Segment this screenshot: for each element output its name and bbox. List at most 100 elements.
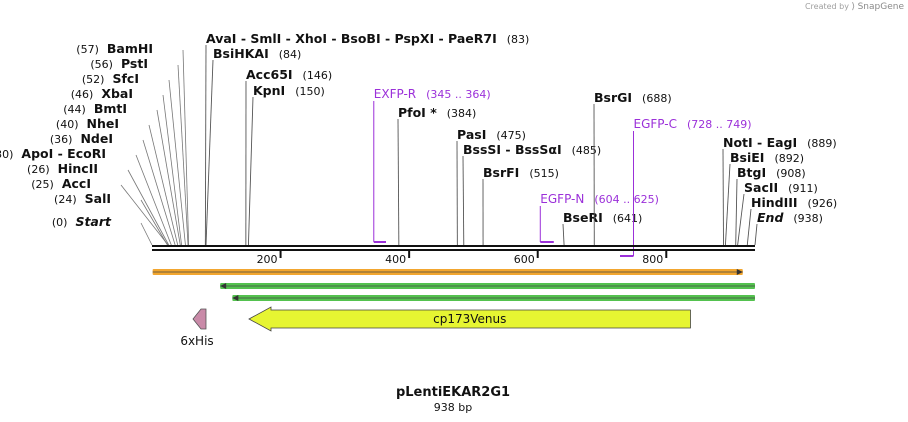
site-name: PstI xyxy=(121,56,148,71)
site-label: PfoI * (384) xyxy=(398,105,476,120)
site-name: Start xyxy=(75,214,112,229)
plasmid-name: pLentiEKAR2G1 xyxy=(396,385,510,400)
site-leader-line xyxy=(754,223,758,246)
site-position: (56) xyxy=(90,58,113,71)
site-name: NheI xyxy=(87,116,120,131)
primer-range: (728 .. 749) xyxy=(687,118,752,131)
sequence-backbone xyxy=(152,245,755,251)
site-position: (84) xyxy=(279,48,302,61)
feature-cp173venus xyxy=(248,306,691,332)
site-position: (515) xyxy=(529,167,559,180)
site-position: (0) xyxy=(52,216,68,229)
site-name: HindIII xyxy=(751,195,798,210)
site-name: BtgI xyxy=(737,165,766,180)
site-name: AvaI - SmlI - XhoI - BsoBI - PspXI - Pae… xyxy=(206,31,497,46)
site-leader-line xyxy=(142,139,176,246)
primers: EXFP-R(345 .. 364)EGFP-N(604 .. 625)EGFP… xyxy=(373,87,752,257)
site-name: End xyxy=(757,210,784,225)
site-leader-line xyxy=(247,96,254,246)
ruler-tick-label: 400 xyxy=(385,253,406,266)
site-position: (475) xyxy=(496,129,526,142)
site-leader-line xyxy=(127,169,170,246)
site-name: BseRI xyxy=(563,210,603,225)
ruler-tick-label: 800 xyxy=(642,253,663,266)
site-leader-line xyxy=(722,148,724,246)
site-leader-line xyxy=(156,109,181,246)
site-label: HindIII(926) xyxy=(751,195,837,210)
site-leader-line xyxy=(135,154,172,246)
site-label: PasI (475) xyxy=(457,127,526,142)
site-leader-line xyxy=(737,193,745,246)
site-leader-line xyxy=(182,49,190,246)
site-position: (26) xyxy=(27,163,50,176)
site-label: (26) HincII xyxy=(27,161,98,176)
site-label: (44)BmtI xyxy=(63,101,127,116)
site-position: (889) xyxy=(807,137,837,150)
site-name: BsiHKAI xyxy=(213,46,269,61)
site-leader-line xyxy=(204,44,207,246)
site-name: NdeI xyxy=(80,131,113,146)
site-leader-line xyxy=(205,59,214,246)
site-name: KpnI xyxy=(253,83,285,98)
primer-range: (604 .. 625) xyxy=(594,193,659,206)
site-leader-line xyxy=(148,124,179,246)
primer-name: EGFP-C xyxy=(634,117,677,131)
credit-prefix: Created by xyxy=(804,2,849,11)
site-position: (892) xyxy=(774,152,804,165)
site-position: (384) xyxy=(447,107,477,120)
site-label: (25)AccI xyxy=(31,176,91,191)
restriction-sites: (0)Start(24)SalI(25)AccI(26)HincII(30)Ap… xyxy=(0,31,837,246)
site-position: (641) xyxy=(613,212,643,225)
site-leader-line xyxy=(746,208,752,246)
site-position: (36) xyxy=(50,133,73,146)
site-position: (146) xyxy=(303,69,333,82)
ruler-ticks: 200 400 600 800 xyxy=(257,251,668,266)
site-name: PfoI * xyxy=(398,105,437,120)
site-label: AvaI - SmlI - XhoI - BsoBI - PspXI - Pae… xyxy=(206,31,529,46)
site-name: BsrFI xyxy=(483,165,519,180)
site-name: HincII xyxy=(58,161,98,176)
site-leader-line xyxy=(168,79,186,246)
snapgene-credit: Created by ⟩ SnapGene xyxy=(805,2,904,12)
site-position: (485) xyxy=(572,144,602,157)
site-label: BsiEI (892) xyxy=(730,150,804,165)
primer-label: EXFP-R(345 .. 364) xyxy=(374,87,491,101)
site-name: NotI - EagI xyxy=(723,135,797,150)
site-position: (908) xyxy=(776,167,806,180)
feature-label: cp173Venus xyxy=(433,312,506,326)
orf-arrow-icon xyxy=(220,283,227,289)
site-label: SacII (911) xyxy=(744,180,818,195)
site-leader-line xyxy=(140,222,153,246)
site-name: PasI xyxy=(457,127,486,142)
site-leader-line xyxy=(177,64,189,246)
site-leader-line xyxy=(120,184,169,246)
features: cp173Venus 6xHis xyxy=(180,306,691,348)
site-leader-line xyxy=(462,155,465,246)
site-leader-line xyxy=(562,223,565,246)
ruler-tick-label: 200 xyxy=(257,253,278,266)
site-position: (150) xyxy=(295,85,325,98)
site-name: XbaI xyxy=(101,86,133,101)
site-name: ApoI - EcoRI xyxy=(21,146,106,161)
site-position: (83) xyxy=(507,33,530,46)
site-name: BssSI - BssSαI xyxy=(463,142,562,157)
site-name: SacII xyxy=(744,180,778,195)
site-name: BamHI xyxy=(107,41,153,56)
site-name: BmtI xyxy=(94,101,127,116)
ruler-tick-label: 600 xyxy=(514,253,535,266)
site-label: BssSI - BssSαI (485) xyxy=(463,142,601,157)
site-position: (25) xyxy=(31,178,54,191)
site-label: (30)ApoI - EcoRI xyxy=(0,146,106,161)
site-label: NotI - EagI (889) xyxy=(723,135,837,150)
site-name: BsiEI xyxy=(730,150,764,165)
site-position: (688) xyxy=(642,92,672,105)
feature-label: 6xHis xyxy=(180,334,213,348)
site-label: (52)SfcI xyxy=(82,71,139,86)
primer-range: (345 .. 364) xyxy=(426,88,491,101)
site-label: BsiHKAI (84) xyxy=(213,46,301,61)
site-label: (36) NdeI xyxy=(50,131,113,146)
site-label: BsrGI (688) xyxy=(594,90,672,105)
site-name: BsrGI xyxy=(594,90,632,105)
site-position: (911) xyxy=(788,182,818,195)
